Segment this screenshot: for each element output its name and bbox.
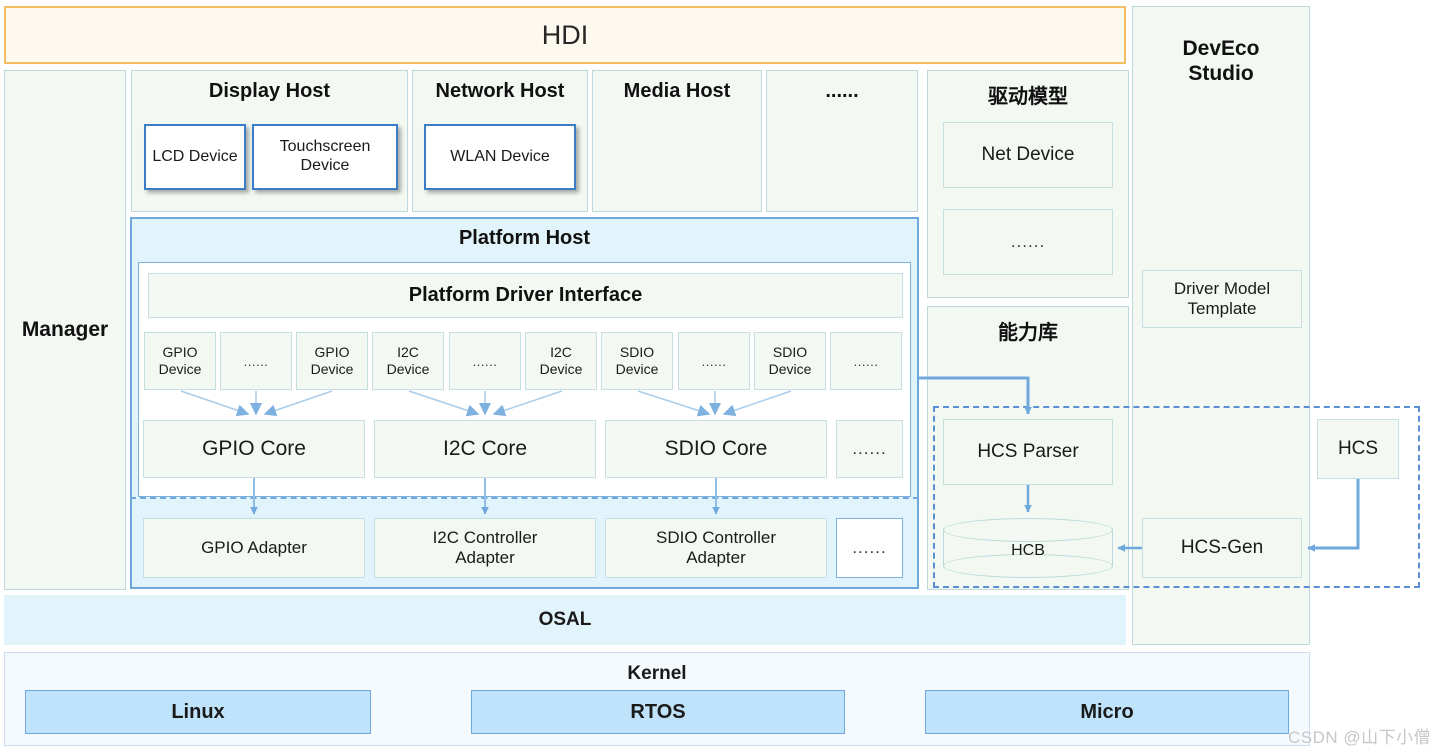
- manager-panel: Manager: [4, 70, 126, 590]
- core-i2c[interactable]: I2C Core: [374, 420, 596, 478]
- hcs-gen-box[interactable]: HCS-Gen: [1142, 518, 1302, 578]
- kernel-title: Kernel: [627, 663, 687, 684]
- hcs-gen-label: HCS-Gen: [1180, 536, 1264, 558]
- hcb-label: HCB: [1011, 542, 1045, 559]
- hcb-cylinder[interactable]: HCB: [943, 518, 1113, 578]
- hcs-box[interactable]: HCS: [1317, 419, 1399, 479]
- core-more-label: ......: [852, 439, 887, 458]
- hcs-parser-label: HCS Parser: [977, 440, 1079, 462]
- core-gpio-label: GPIO Core: [202, 437, 306, 461]
- hcs-parser-box[interactable]: HCS Parser: [943, 419, 1113, 485]
- core-more[interactable]: ......: [836, 420, 903, 478]
- device-wlan-label: WLAN Device: [450, 147, 550, 165]
- hcs-pipeline-group: [933, 406, 1420, 588]
- host-more-title: ......: [825, 80, 859, 102]
- driver-model-title: 驱动模型: [988, 86, 1068, 108]
- kernel-item-micro-label: Micro: [1080, 700, 1134, 723]
- platform-device-4[interactable]: ......: [449, 332, 521, 390]
- hcb-cylinder-bottom: [943, 554, 1113, 578]
- platform-device-1[interactable]: ......: [220, 332, 292, 390]
- capability-lib-title: 能力库: [998, 322, 1058, 344]
- platform-driver-interface: Platform Driver Interface: [148, 273, 903, 318]
- hcs-label: HCS: [1337, 437, 1379, 459]
- platform-device-7[interactable]: ......: [678, 332, 750, 390]
- driver-model-net-device[interactable]: Net Device: [943, 122, 1113, 188]
- osal-bar: OSAL: [4, 595, 1126, 645]
- adapter-more[interactable]: ......: [836, 518, 903, 578]
- kernel-item-linux[interactable]: Linux: [25, 690, 371, 734]
- kernel-item-micro[interactable]: Micro: [925, 690, 1289, 734]
- platform-host-title-wrap: Platform Host: [130, 222, 919, 254]
- host-media: Media Host: [592, 70, 762, 212]
- platform-device-1-label: ......: [243, 353, 269, 369]
- platform-driver-interface-label: Platform Driver Interface: [408, 284, 643, 306]
- core-adapter-divider: [130, 497, 919, 499]
- core-sdio-label: SDIO Core: [664, 437, 768, 461]
- platform-device-9[interactable]: ......: [830, 332, 902, 390]
- device-lcd[interactable]: LCD Device: [144, 124, 246, 190]
- driver-model-more-label: ......: [1010, 232, 1046, 251]
- manager-label: Manager: [21, 318, 109, 341]
- host-network-title: Network Host: [435, 80, 565, 102]
- core-sdio[interactable]: SDIO Core: [605, 420, 827, 478]
- platform-device-4-label: ......: [472, 353, 498, 369]
- watermark: CSDN @山下小僧: [1288, 728, 1432, 747]
- platform-device-9-label: ......: [853, 353, 879, 369]
- hdi-label: HDI: [541, 19, 589, 50]
- host-media-title: Media Host: [623, 80, 731, 102]
- host-display-title: Display Host: [208, 80, 331, 102]
- adapter-gpio-label: GPIO Adapter: [201, 537, 307, 557]
- device-touchscreen-label: Touchscreen Device: [279, 138, 371, 174]
- adapter-gpio[interactable]: GPIO Adapter: [143, 518, 365, 578]
- platform-host-title: Platform Host: [458, 226, 591, 249]
- core-i2c-label: I2C Core: [442, 437, 528, 461]
- device-wlan[interactable]: WLAN Device: [424, 124, 576, 190]
- hcb-cylinder-top: [943, 518, 1113, 542]
- hdi-bar: HDI: [4, 6, 1126, 64]
- platform-device-7-label: ......: [701, 353, 727, 369]
- device-lcd-label: LCD Device: [152, 147, 238, 165]
- device-touchscreen[interactable]: Touchscreen Device: [252, 124, 398, 190]
- kernel-item-rtos[interactable]: RTOS: [471, 690, 845, 734]
- driver-model-net-device-label: Net Device: [981, 143, 1075, 165]
- adapter-more-label: ......: [852, 538, 887, 557]
- driver-model-more[interactable]: ......: [943, 209, 1113, 275]
- host-more: ......: [766, 70, 918, 212]
- core-gpio[interactable]: GPIO Core: [143, 420, 365, 478]
- kernel-item-rtos-label: RTOS: [630, 700, 686, 723]
- osal-label: OSAL: [538, 609, 592, 630]
- kernel-item-linux-label: Linux: [171, 700, 225, 723]
